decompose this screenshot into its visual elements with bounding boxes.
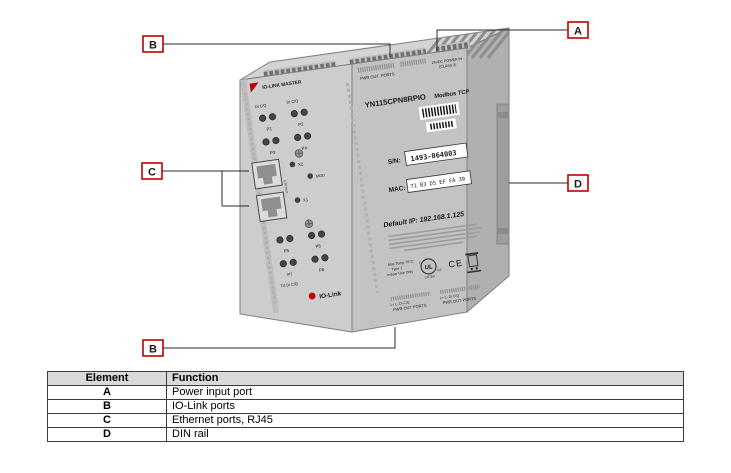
table-row-d: D DIN rail (47, 427, 684, 442)
top-strip-pwr-out: PWR OUT (360, 73, 380, 81)
barcode-icon (418, 101, 460, 133)
element-cell: B (47, 399, 167, 414)
din-rail (496, 103, 510, 245)
svg-text:LISTED: LISTED (425, 274, 437, 280)
callout-b-top-box (142, 35, 164, 53)
type-label: Type 1 (391, 266, 402, 271)
port-label: P2 (298, 121, 305, 127)
port-label: P1 (266, 126, 273, 132)
port-leds-top (259, 108, 312, 146)
ethernet-port-x1 (255, 191, 288, 223)
port-label: P5 (283, 248, 290, 254)
mac-label: MAC: (388, 185, 406, 194)
indoor-label: Indoor Use Only (387, 270, 413, 278)
x2-led (289, 161, 296, 168)
weee-bin-icon (465, 251, 482, 274)
power-in-label: 24VDC POWER IN (431, 57, 462, 65)
max-temp-label: Max Temp 70°C (388, 259, 414, 267)
svg-text:UL: UL (424, 264, 433, 271)
serial-box (404, 142, 469, 166)
port-label: P3 (270, 150, 277, 156)
bottom-pins-left: L+ L- DI C/Q (390, 300, 410, 307)
callout-lines (162, 29, 568, 349)
screw-icon (294, 149, 304, 158)
callout-a-line (436, 29, 568, 51)
function-cell: Ethernet ports, RJ45 (166, 413, 684, 428)
power-input-terminals (435, 42, 471, 53)
callout-b-bottom-label: B (149, 344, 157, 356)
class2-label: (CLASS 2) (439, 63, 457, 69)
callout-a-label: A (574, 26, 582, 38)
port-label: P7 (287, 271, 294, 277)
callout-d-box (567, 174, 589, 192)
protocol-label: Modbus TCP (434, 89, 470, 100)
din-rail-notch-top (497, 112, 509, 118)
terminal-blocks (263, 40, 471, 80)
io-link-terminals-right (349, 49, 427, 66)
callout-d-label: D (574, 179, 582, 191)
device-back-strip (466, 27, 510, 314)
x1-led (294, 197, 301, 203)
fine-print-lines (387, 223, 482, 252)
callout-b-top-label: B (149, 40, 157, 52)
port-header-left: DI C/Q (255, 104, 267, 110)
legend-header-element: Element (47, 371, 167, 386)
bottom-pins-right: L+ L- DI C/Q (440, 293, 460, 300)
callout-b-top-line (163, 43, 391, 57)
callout-boxes: A B C D B (141, 21, 589, 357)
legend-header-function: Function (166, 371, 684, 386)
screw-icon (304, 219, 314, 228)
io-link-logo-icon (308, 292, 316, 300)
bottom-pwr-out-right: PWR OUT (442, 298, 462, 306)
callout-b-bottom-line (163, 327, 396, 349)
callout-c-label: C (148, 167, 156, 179)
svg-text:US: US (437, 268, 442, 273)
function-cell: IO-Link ports (166, 399, 684, 414)
element-cell: C (47, 413, 167, 428)
port-label: P6 (315, 243, 322, 249)
bottom-ports-right: PORTS (462, 296, 477, 303)
bottom-pwr-out-left: PWR OUT (393, 305, 413, 313)
ethernet-port-x2 (251, 158, 283, 190)
callout-b-bottom-box (142, 339, 164, 357)
table-row-c: C Ethernet ports, RJ45 (47, 413, 684, 428)
serial-label: S/N: (387, 157, 401, 166)
callout-c-box (141, 162, 163, 180)
din-rail-notch-bottom (497, 228, 509, 234)
element-cell: D (47, 427, 167, 442)
element-cell: A (47, 385, 167, 400)
top-strip-ports: PORTS (381, 71, 396, 78)
port-leds-bottom (276, 230, 329, 268)
port-label: P8 (319, 267, 326, 273)
table-row-b: B IO-Link ports (47, 399, 684, 414)
link-act-label: LINK ACT (283, 180, 289, 194)
function-cell: DIN rail (166, 427, 684, 442)
port-footer: TX DI C/Q (280, 282, 298, 288)
device-figure: PWR OUT PORTS 24VDC POWER IN (CLASS 2) Y… (141, 21, 589, 357)
mod-label: MOD (315, 172, 325, 178)
mod-led (307, 173, 314, 179)
table-row-a: A Power input port (47, 385, 684, 400)
brand-label: IO-LINK MASTER (262, 79, 302, 91)
function-cell: Power input port (166, 385, 684, 400)
callout-a-box (567, 21, 589, 39)
x2-label: X2 (298, 161, 304, 167)
bottom-ports-left: PORTS (413, 303, 428, 310)
port-header-right: DI C/Q (286, 99, 298, 105)
legend-header-row: Element Function (47, 371, 684, 386)
ul-mark-icon: UL c US LISTED (419, 258, 442, 280)
io-link-terminals-left (263, 62, 337, 78)
io-link-logo-text: IO-Link (319, 290, 342, 300)
front-face-content: IO-LINK MASTER DI C/Q DI C/Q P1 P2 P3 P4 (240, 79, 379, 314)
svg-text:c: c (419, 260, 422, 264)
legend-table: Element Function A Power input port B IO… (47, 371, 684, 442)
port-label: P4 (301, 145, 308, 151)
ce-mark: CE (448, 258, 464, 270)
brand-logo-icon (249, 82, 259, 93)
x1-label: X1 (303, 197, 309, 203)
mac-box (405, 170, 473, 193)
